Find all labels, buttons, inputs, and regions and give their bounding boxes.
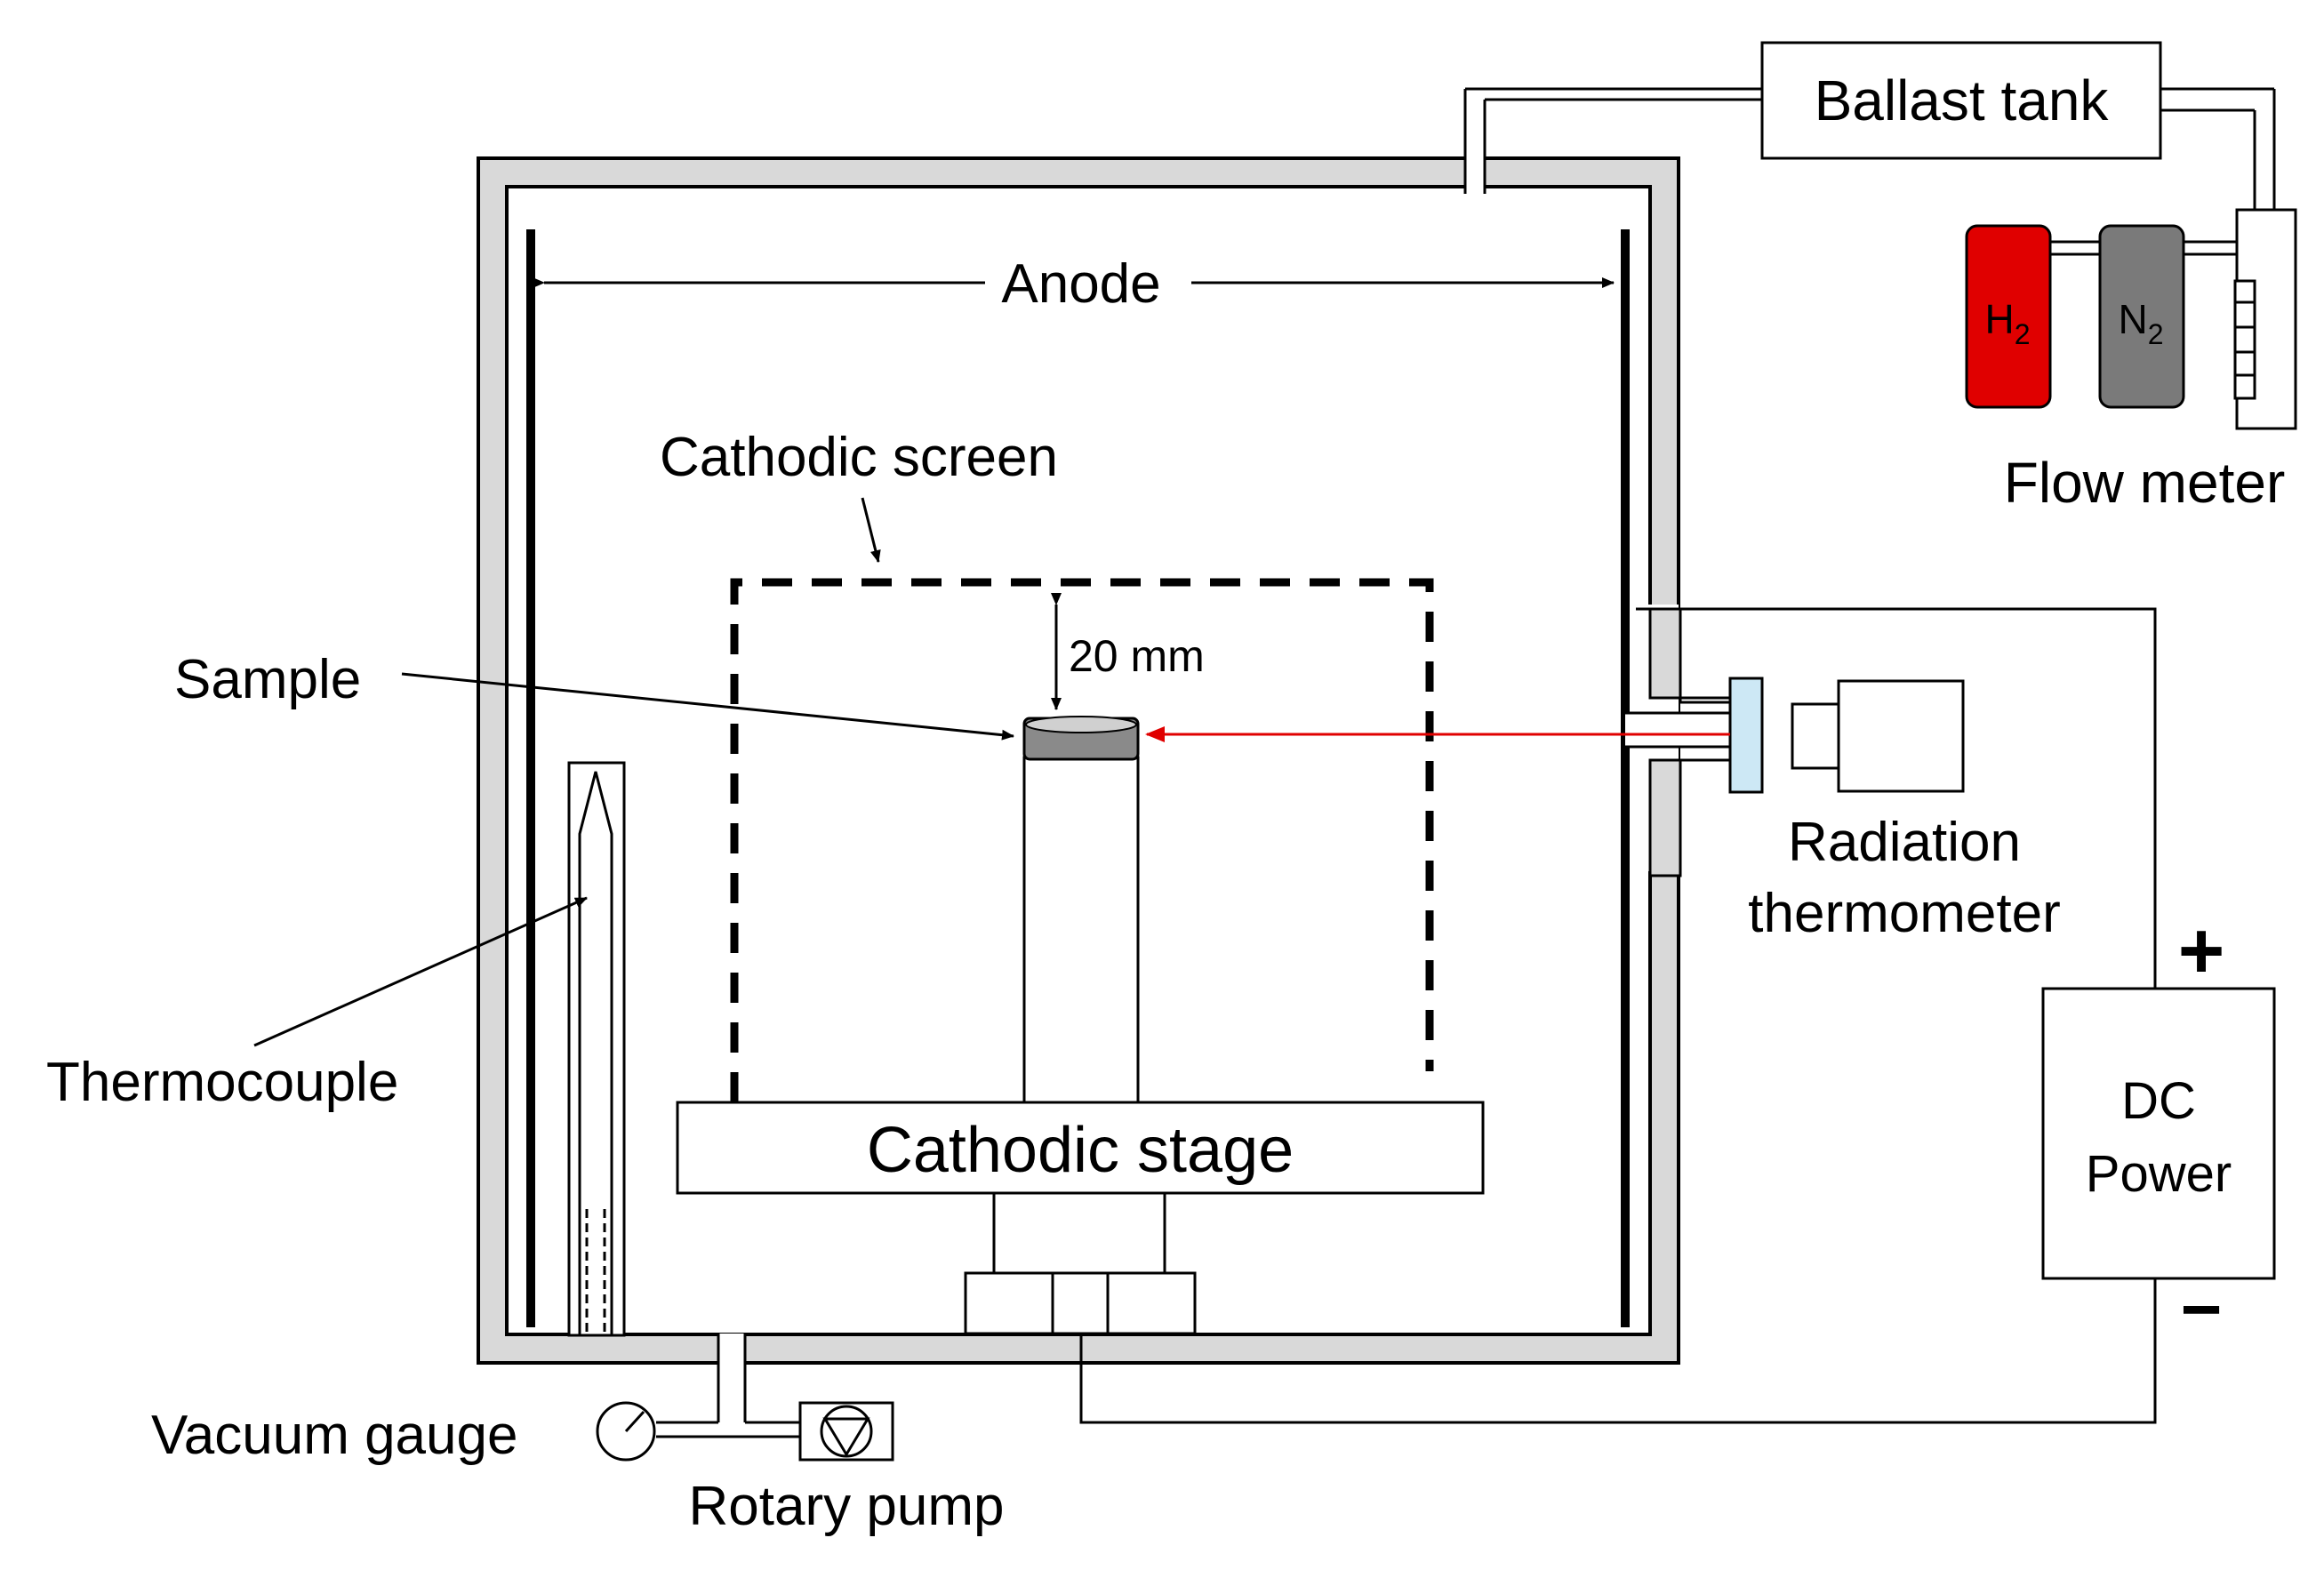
stage-base xyxy=(964,1271,1197,1335)
positive-terminal-label: + xyxy=(2178,907,2225,996)
dc-power-label-1: DC xyxy=(2121,1072,2196,1130)
sample-label: Sample xyxy=(174,649,361,710)
anode-plates xyxy=(526,229,1630,1327)
thermocouple-pointer xyxy=(253,896,588,1047)
sample-column xyxy=(1022,756,1140,1106)
stage-support xyxy=(992,1191,1166,1275)
radiation-thermometer-label-2: thermometer xyxy=(1748,883,2060,944)
n2-cylinder: N2 xyxy=(2098,224,2185,409)
dc-power-label-2: Power xyxy=(2086,1145,2232,1203)
cathodic-screen xyxy=(730,578,1434,1102)
negative-terminal-label: − xyxy=(2181,1270,2223,1349)
anode-label: Anode xyxy=(1001,253,1160,315)
radiation-thermometer-label-1: Radiation xyxy=(1788,812,2021,873)
cathodic-stage-label: Cathodic stage xyxy=(867,1115,1294,1186)
gap-label: 20 mm xyxy=(1069,631,1205,681)
dc-wiring xyxy=(1079,607,2157,1424)
gas-inlet-pipe xyxy=(1463,87,2276,210)
thermometer-window xyxy=(1728,677,1764,794)
h2-label: H2 xyxy=(1984,296,2030,350)
thermometer-port xyxy=(1625,605,1732,877)
thermocouple xyxy=(567,761,626,1337)
rotary-pump-icon xyxy=(798,1401,894,1462)
vacuum-gauge-icon xyxy=(596,1401,656,1462)
vacuum-line xyxy=(656,1334,800,1438)
cathodic-screen-label: Cathodic screen xyxy=(660,427,1058,488)
thermocouple-label: Thermocouple xyxy=(46,1052,398,1113)
sample-pointer xyxy=(401,672,1014,741)
flow-meter-label: Flow meter xyxy=(2004,451,2286,515)
h2-cylinder: H2 xyxy=(1965,224,2052,409)
vacuum-gauge-label: Vacuum gauge xyxy=(151,1405,517,1466)
dc-power-supply xyxy=(2041,987,2276,1280)
radiation-thermometer xyxy=(1791,679,1965,793)
flow-meter xyxy=(2050,208,2297,430)
cathodic-stage xyxy=(676,1101,1485,1195)
ballast-tank xyxy=(1760,41,2162,160)
ballast-tank-label: Ballast tank xyxy=(1815,68,2110,132)
n2-label: N2 xyxy=(2118,296,2163,350)
rotary-pump-label: Rotary pump xyxy=(689,1476,1005,1537)
cathodic-screen-pointer xyxy=(861,497,881,563)
